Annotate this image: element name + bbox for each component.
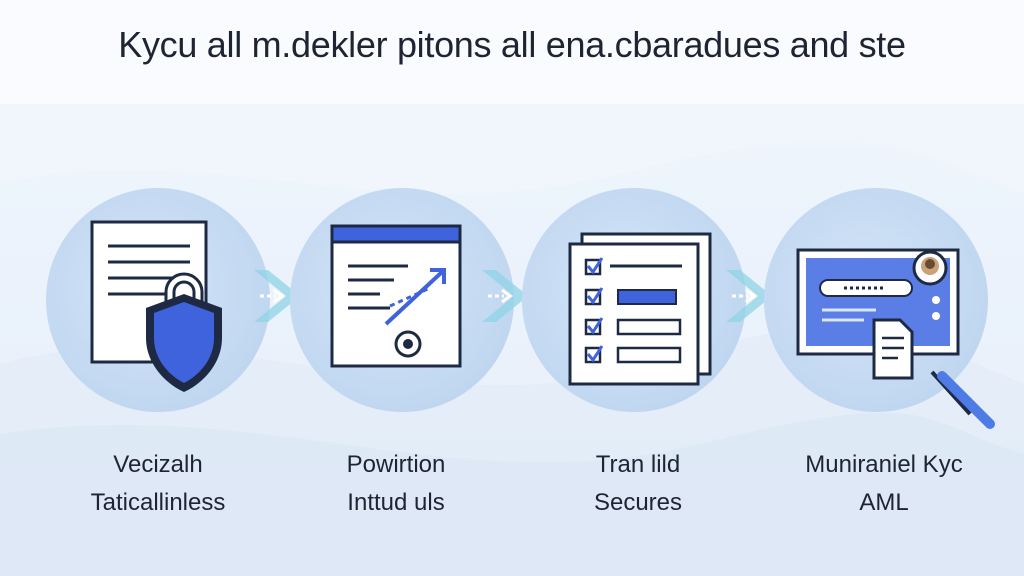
step-label-line: Inttud uls xyxy=(347,489,445,516)
step-circle-4 xyxy=(764,188,995,429)
step-label-line: Secures xyxy=(593,489,683,516)
step-label-2: Powirtion Inttud uls xyxy=(276,446,516,522)
step-label-line: Vecizalh xyxy=(113,451,203,478)
arrow-right-icon xyxy=(726,270,772,322)
step-circle-3 xyxy=(522,188,746,412)
step-label-line: AML xyxy=(859,489,909,516)
document-shield-icon xyxy=(90,220,222,392)
background-waves xyxy=(0,104,1024,576)
header-bar: Kycu all m.dekler pitons all ena.cbaradu… xyxy=(0,0,1024,105)
step-circle-2 xyxy=(290,188,514,412)
monitor-verification-icon xyxy=(796,248,995,429)
checklist-icon xyxy=(568,232,712,386)
step-label-4: Muniraniel Kyc AML xyxy=(764,446,1004,522)
page-title: Kycu all m.dekler pitons all ena.cbaradu… xyxy=(118,24,906,65)
step-label-line: Tran lild xyxy=(595,451,681,478)
arrow-right-icon xyxy=(482,270,528,322)
step-label-line: Muniraniel Kyc xyxy=(805,451,963,478)
step-label-line: Powirtion xyxy=(346,451,446,478)
step-circle-1 xyxy=(46,188,270,412)
step-label-line: Taticallinless xyxy=(90,489,226,516)
step-label-3: Tran lild Secures xyxy=(518,446,758,522)
report-chart-icon xyxy=(330,224,462,368)
step-label-1: Vecizalh Taticallinless xyxy=(38,446,278,522)
